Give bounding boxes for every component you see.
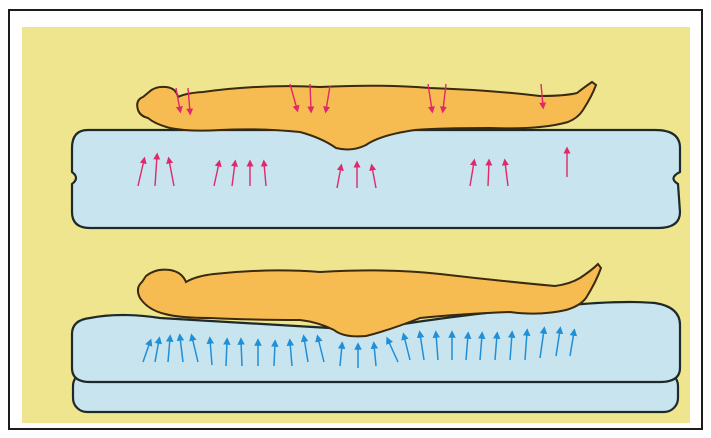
firm-mattress xyxy=(72,130,680,228)
pressure-arrow-down xyxy=(310,84,311,110)
support-arrow xyxy=(226,341,227,366)
support-arrow xyxy=(274,343,275,366)
soft-mattress-panel xyxy=(72,264,680,412)
pressure-arrow-up xyxy=(488,162,489,186)
support-arrow xyxy=(241,341,242,366)
